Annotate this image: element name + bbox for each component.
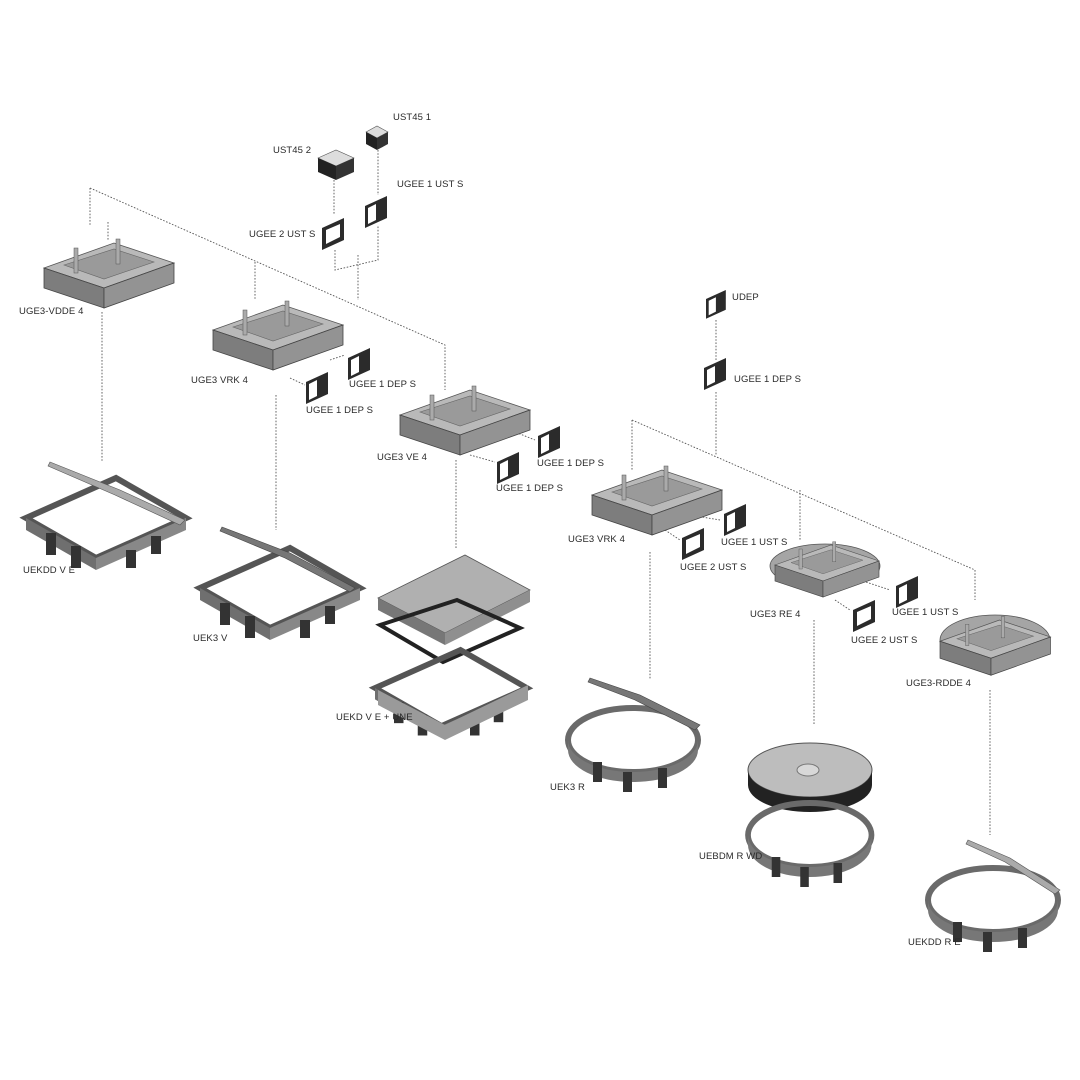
label-uge3-vrk-4: UGE3 VRK 4	[191, 375, 248, 386]
plate-ugee-1-ust-s	[365, 196, 387, 228]
plate-ugee-1-dep-s	[538, 426, 560, 458]
label-uekd-v-e-une: UEKD V E + UNE	[336, 712, 413, 723]
frame-uekdd-v-e	[26, 461, 186, 570]
socket-ust45-2	[317, 149, 355, 180]
label-uebdm-r-wd: UEBDM R WD	[699, 851, 763, 862]
tray-uge3-re-4	[769, 541, 881, 598]
frame-uek3-v	[200, 526, 360, 640]
label-ust45-1: UST45 1	[393, 112, 432, 123]
label-uge3-vdde-4: UGE3-VDDE 4	[19, 306, 84, 317]
label-uekdd-r-e: UEKDD R E	[908, 937, 961, 948]
socket-ust45-1	[365, 125, 389, 150]
label-ugee-1-dep-s: UGEE 1 DEP S	[306, 405, 374, 416]
label-ugee-1-dep-s: UGEE 1 DEP S	[537, 458, 605, 469]
label-ugee-1-dep-s: UGEE 1 DEP S	[349, 379, 417, 390]
connector-lines	[89, 150, 991, 835]
label-ugee-1-ust-s: UGEE 1 UST S	[397, 179, 464, 190]
tray-uge3-ve-4	[399, 385, 531, 456]
label-ugee-2-ust-s: UGEE 2 UST S	[249, 229, 316, 240]
frame-uekdd-r-e	[928, 839, 1060, 952]
tray-uge3-vrk-4	[591, 465, 723, 536]
plate-ugee-1-dep-s	[306, 372, 328, 404]
tray-uge3-rdde-4	[939, 614, 1051, 676]
label-uge3-ve-4: UGE3 VE 4	[377, 452, 428, 463]
tray-uge3-vdde-4	[43, 238, 175, 309]
plate-ugee-2-ust-s	[322, 218, 344, 250]
label-ugee-2-ust-s: UGEE 2 UST S	[851, 635, 918, 646]
plate-ugee-1-dep-s	[497, 452, 519, 484]
box-uekd-v-e-une	[375, 554, 531, 740]
label-ugee-1-ust-s: UGEE 1 UST S	[892, 607, 959, 618]
label-udep: UDEP	[732, 292, 759, 303]
label-ugee-2-ust-s: UGEE 2 UST S	[680, 562, 747, 573]
label-uge3-rdde-4: UGE3-RDDE 4	[906, 678, 971, 689]
plate-ugee-2-ust-s	[853, 600, 875, 632]
plate-ugee-2-ust-s	[682, 528, 704, 560]
tray-uge3-vrk-4	[212, 300, 344, 371]
label-ugee-1-dep-s: UGEE 1 DEP S	[734, 374, 802, 385]
label-uge3-re-4: UGE3 RE 4	[750, 609, 801, 620]
label-uekdd-v-e: UEKDD V E	[23, 565, 76, 576]
plate-ugee-1-ust-s	[724, 504, 746, 536]
plate-ugee-1-dep-s	[348, 348, 370, 380]
label-ugee-1-ust-s: UGEE 1 UST S	[721, 537, 788, 548]
label-ust45-2: UST45 2	[273, 145, 312, 156]
plate-udep	[706, 290, 726, 319]
label-uge3-vrk-4: UGE3 VRK 4	[568, 534, 625, 545]
label-uek3-r: UEK3 R	[550, 782, 585, 793]
box-uebdm-r-wd	[748, 742, 872, 887]
frame-uek3-r	[568, 677, 700, 792]
label-ugee-1-dep-s: UGEE 1 DEP S	[496, 483, 564, 494]
plate-ugee-1-ust-s	[896, 576, 918, 608]
label-uek3-v: UEK3 V	[193, 633, 228, 644]
plate-ugee-1-dep-s	[704, 358, 726, 390]
